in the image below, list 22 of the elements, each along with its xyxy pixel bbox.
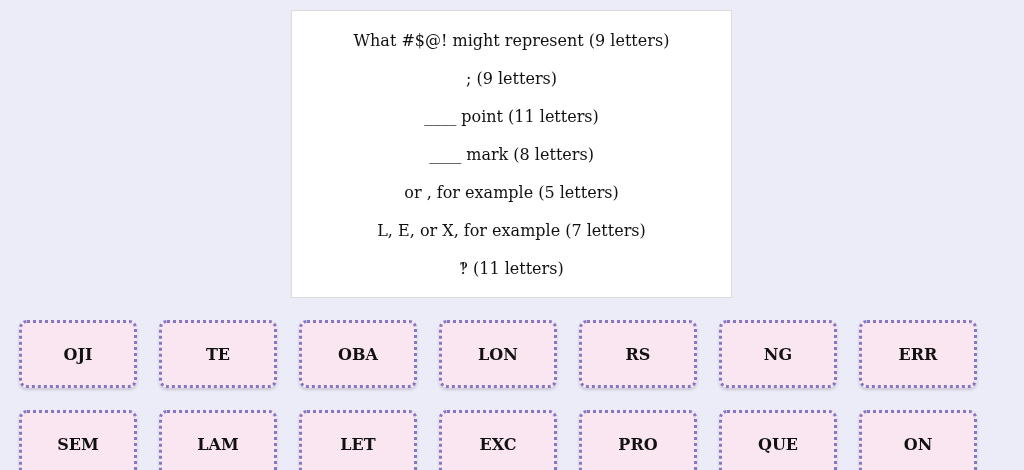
letter-tile: NG: [719, 320, 837, 388]
letter-tile: LON: [439, 320, 557, 388]
letter-tile: SEM: [19, 410, 137, 470]
letter-tile: ON: [859, 410, 977, 470]
letter-tile: QUE: [719, 410, 837, 470]
clue-text: ____ point (11 letters): [424, 107, 599, 126]
letter-tile: PRO: [579, 410, 697, 470]
letter-tile: LET: [299, 410, 417, 470]
clue-text: ; (9 letters): [466, 69, 557, 88]
letter-tile: ERR: [859, 320, 977, 388]
letter-tile: EXC: [439, 410, 557, 470]
letter-tile: LAM: [159, 410, 277, 470]
letter-tile: RS: [579, 320, 697, 388]
clue-text: ‽ (11 letters): [459, 259, 564, 278]
clue-text: What #$@! might represent (9 letters): [353, 31, 670, 50]
clue-text: L, E, or X, for example (7 letters): [377, 221, 646, 240]
letter-tile: OBA: [299, 320, 417, 388]
clue-text: ____ mark (8 letters): [429, 145, 594, 164]
clue-card: [291, 10, 732, 298]
letter-tile: TE: [159, 320, 277, 388]
clue-text: or , for example (5 letters): [404, 183, 619, 202]
letter-tile: OJI: [19, 320, 137, 388]
